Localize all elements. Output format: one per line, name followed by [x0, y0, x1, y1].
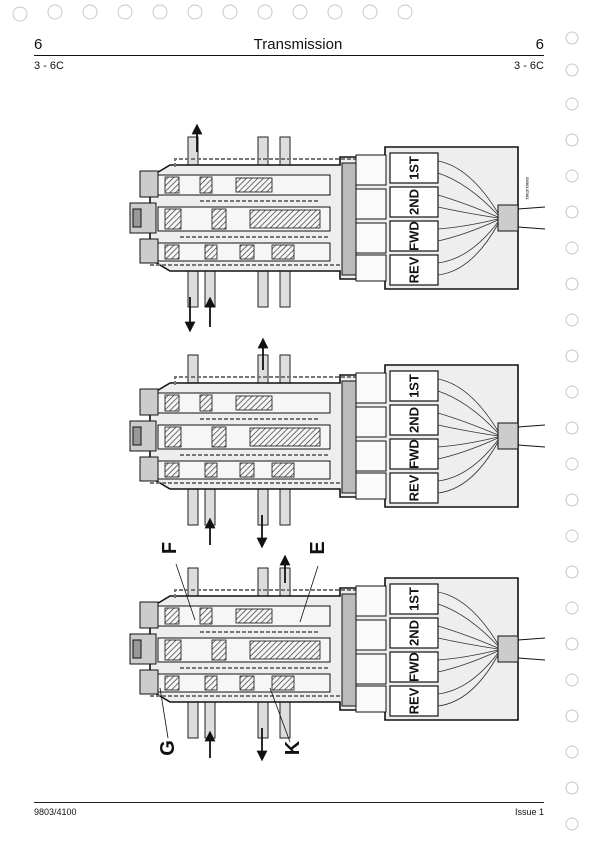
callout-e: E: [307, 541, 329, 554]
callout-f: F: [159, 542, 181, 554]
page-number-left: 3 - 6C: [34, 60, 64, 72]
solenoid-label-1st-panel-2: 1ST: [407, 374, 422, 398]
solenoid-label-1st-panel-1: 1ST: [407, 156, 422, 180]
svg-text:S030147361: S030147361: [525, 177, 530, 200]
solenoid-label-2nd-panel-3: 2ND: [407, 620, 422, 646]
header-rule: [34, 55, 544, 56]
solenoid-label-fwd-panel-2: FWD: [407, 439, 422, 469]
solenoid-label-rev-panel-3: REV: [407, 687, 422, 714]
footer-rule: [34, 802, 544, 803]
solenoid-label-1st-panel-3: 1ST: [407, 587, 422, 611]
valve-panel-3: [129, 554, 546, 762]
solenoid-label-rev-panel-2: REV: [407, 474, 422, 501]
solenoid-label-fwd-panel-1: FWD: [407, 221, 422, 251]
section-number-left: 6: [34, 36, 43, 53]
solenoid-label-2nd-panel-2: 2ND: [407, 407, 422, 433]
page-number-right: 3 - 6C: [514, 60, 544, 72]
solenoid-label-2nd-panel-1: 2ND: [407, 189, 422, 215]
solenoid-label-rev-panel-1: REV: [407, 256, 422, 283]
page-title: Transmission: [253, 36, 343, 53]
valve-panel-1: S030147361: [129, 123, 546, 333]
callout-k: K: [282, 740, 304, 755]
document-number: 9803/4100: [34, 807, 77, 817]
callout-g: G: [157, 740, 179, 756]
valve-panel-2: [129, 337, 546, 549]
issue-number: Issue 1: [514, 807, 544, 817]
solenoid-label-fwd-panel-3: FWD: [407, 652, 422, 682]
section-number-right: 6: [535, 36, 544, 53]
